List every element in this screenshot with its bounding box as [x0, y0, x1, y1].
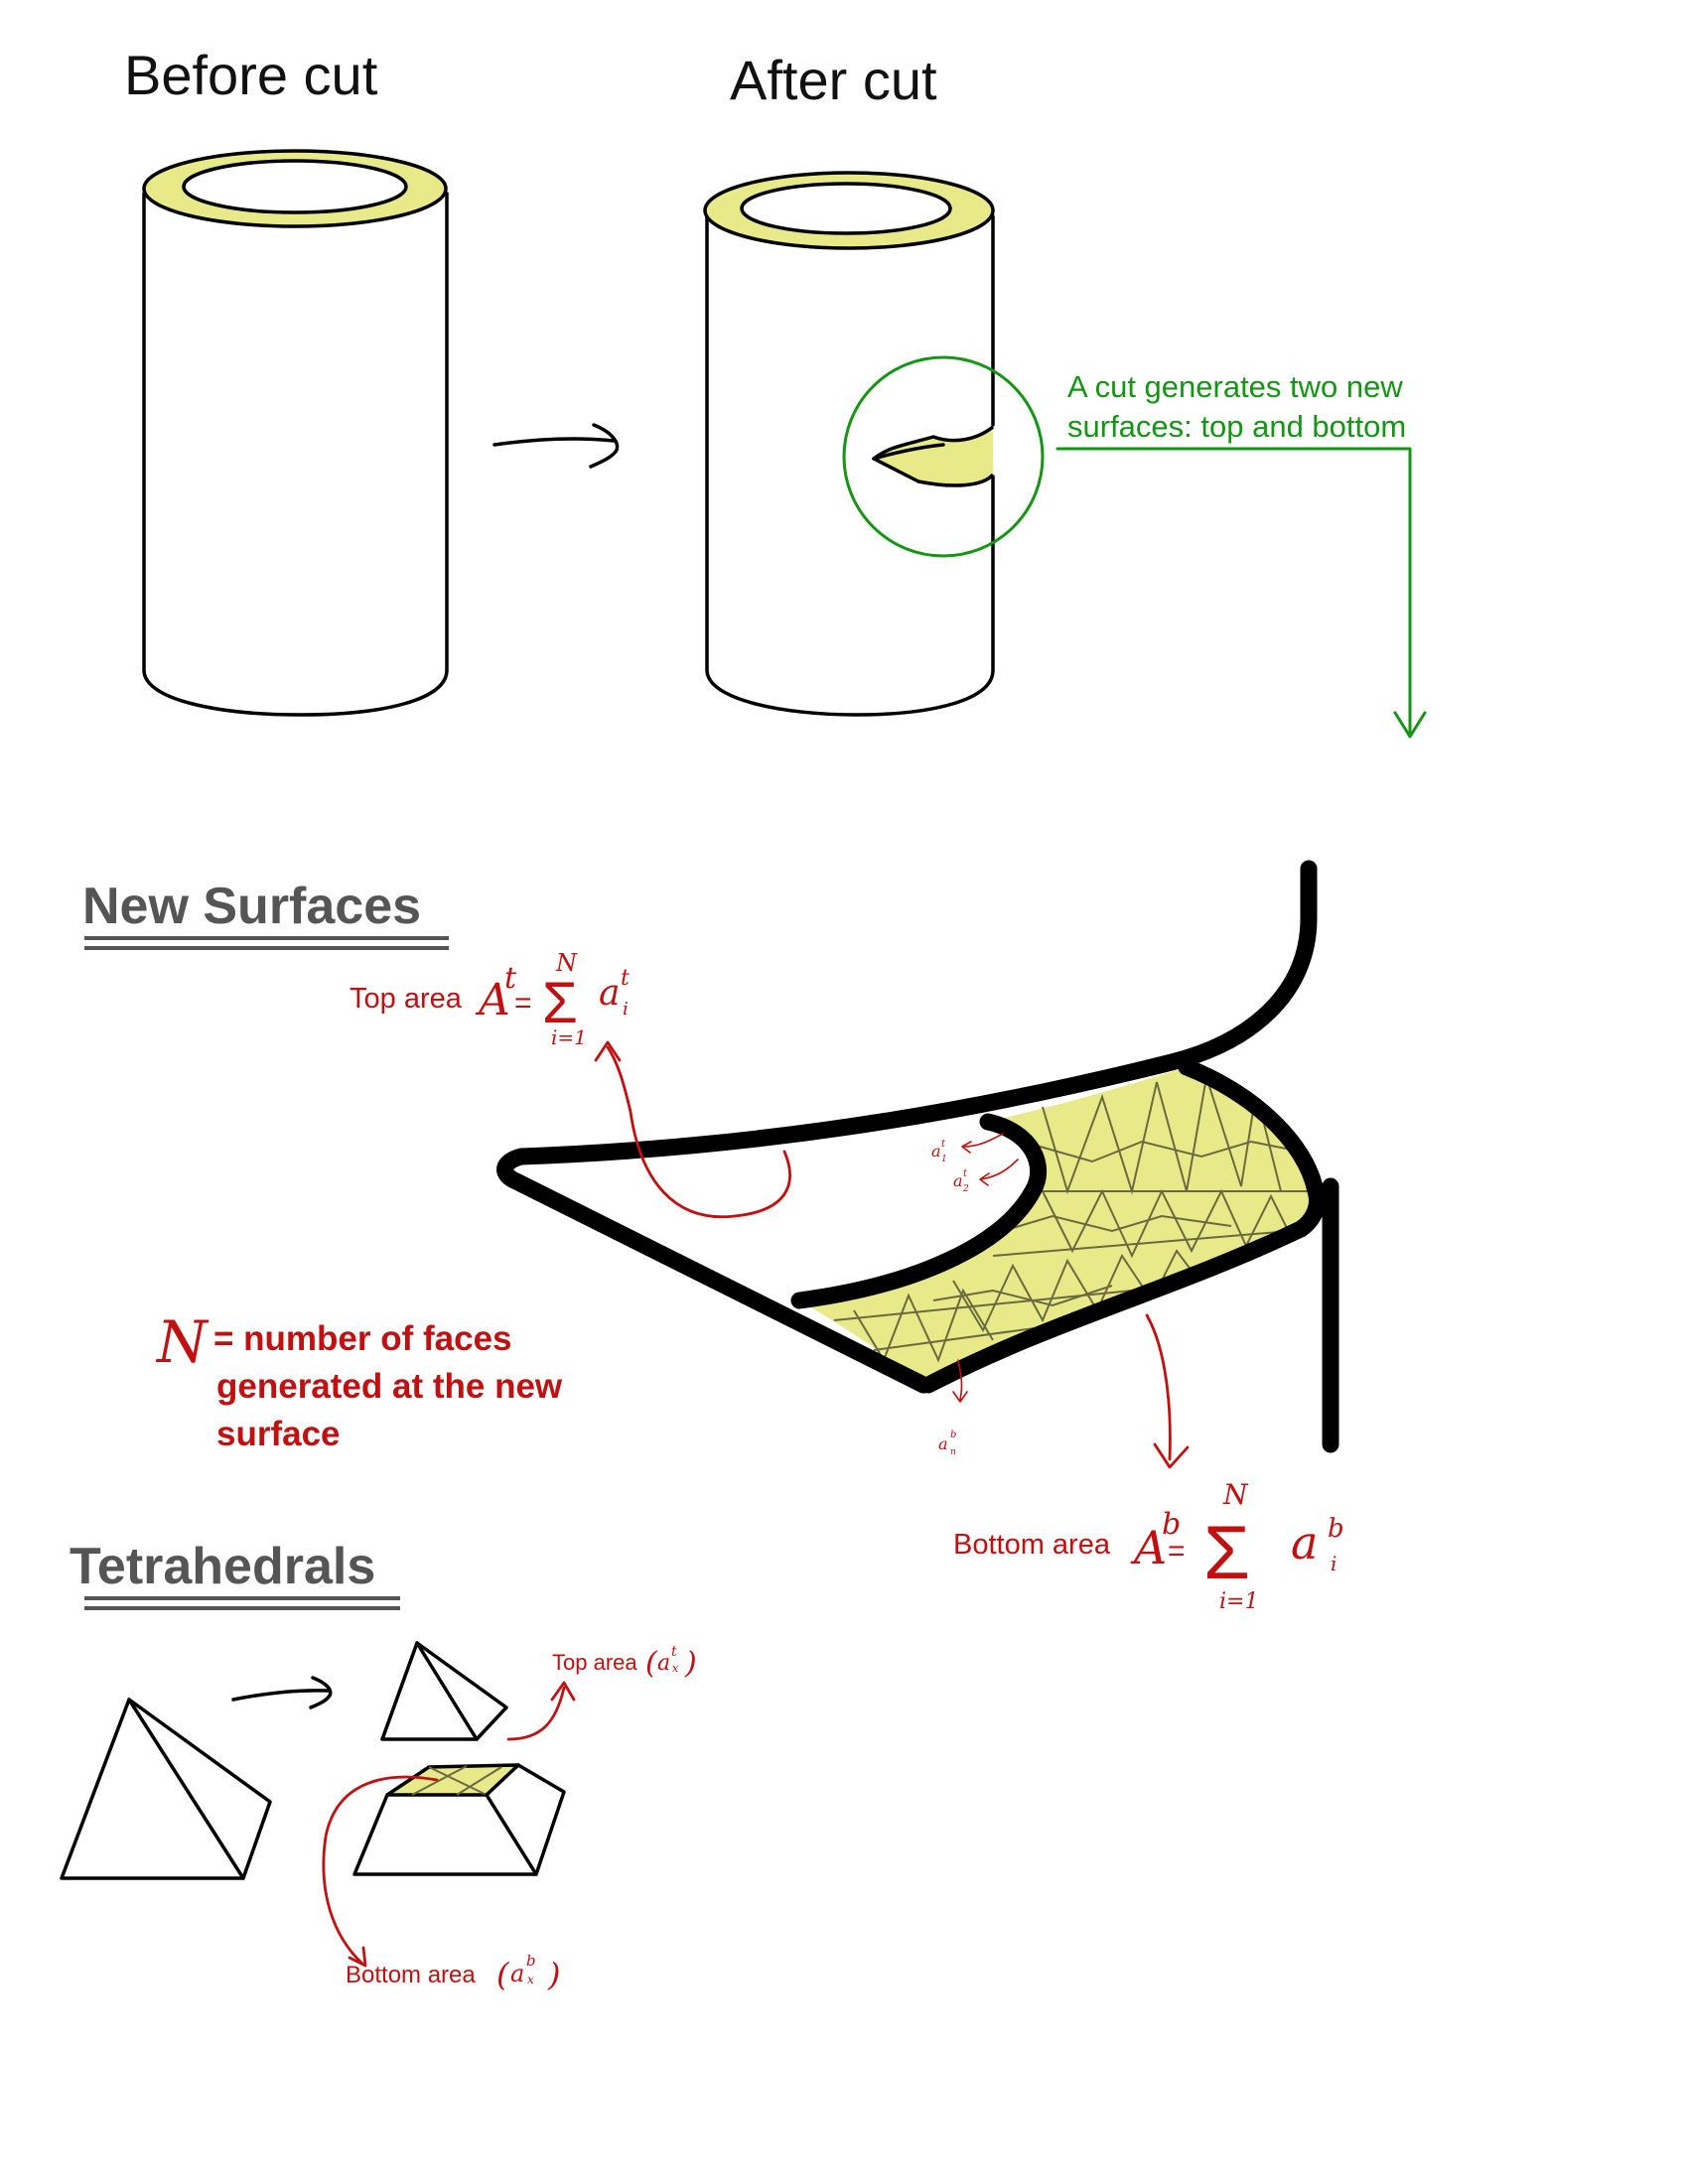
svg-text:(: (	[496, 1956, 510, 1993]
svg-text:1: 1	[941, 1155, 947, 1164]
n-definition-line3: surface	[216, 1415, 341, 1453]
top-area-arrow	[594, 1040, 791, 1219]
svg-text:): )	[547, 1956, 560, 1993]
svg-text:t: t	[941, 1139, 946, 1150]
after-cut-title: After cut	[730, 49, 937, 111]
bottom-area-term: a	[1291, 1516, 1318, 1570]
svg-text:Σ: Σ	[542, 971, 578, 1035]
top-area-term-sup: t	[621, 966, 630, 991]
svg-text:x: x	[672, 1662, 679, 1675]
split-arrow	[231, 1676, 333, 1709]
svg-text:a: a	[953, 1171, 963, 1190]
svg-text:Σ: Σ	[1203, 1511, 1250, 1595]
after-cylinder	[703, 171, 995, 717]
cut-note-line1: A cut generates two new	[1067, 369, 1403, 404]
bottom-area-sum-upper: N	[1222, 1478, 1249, 1511]
new-surfaces-title: New Surfaces	[82, 878, 421, 935]
bottom-area-symbol: A	[1130, 1521, 1167, 1574]
tet-bottom-arrow	[322, 1775, 439, 1968]
bottom-area-formula: Bottom area A b = N Σ i=1 a b i	[953, 1478, 1344, 1614]
n-definition-line2: generated at the new	[216, 1367, 563, 1406]
tetrahedrals-title: Tetrahedrals	[70, 1538, 375, 1595]
svg-text:=: =	[1168, 1535, 1186, 1568]
bottom-area-term-sup: b	[1328, 1514, 1344, 1544]
svg-text:a: a	[510, 1960, 524, 1987]
before-cylinder-hole	[182, 159, 408, 214]
tet-top-area-label: Top area	[552, 1650, 637, 1675]
top-area-symbol: A	[475, 975, 510, 1025]
bottom-area-arrow	[1145, 1313, 1190, 1469]
svg-text:): )	[684, 1646, 697, 1681]
tet-bottom-area-label: Bottom area	[346, 1962, 476, 1988]
tetrahedrals-heading: Tetrahedrals	[70, 1538, 400, 1610]
whole-tetrahedron	[60, 1698, 272, 1880]
svg-text:(: (	[645, 1646, 658, 1681]
svg-text:a: a	[657, 1651, 670, 1676]
after-cylinder-hole	[740, 182, 952, 235]
svg-text:b: b	[950, 1430, 956, 1440]
face-label-a1: a t 1	[931, 1133, 1004, 1164]
n-symbol: N	[155, 1308, 210, 1376]
transform-arrow	[492, 423, 620, 469]
top-area-sup: t	[504, 961, 517, 996]
cut-surface-closeup	[496, 860, 1339, 1453]
top-area-formula: Top area A t = N Σ i=1 a t i	[350, 949, 630, 1049]
svg-text:t: t	[963, 1168, 968, 1179]
svg-text:a: a	[931, 1142, 941, 1160]
tetra-bottom-piece	[352, 1763, 566, 1876]
new-surfaces-heading: New Surfaces	[82, 878, 449, 950]
cut-highlight-circle	[842, 355, 1045, 558]
tet-bottom-label: Bottom area ( a b x )	[346, 1952, 560, 1993]
n-definition: N = number of faces generated at the new…	[155, 1308, 563, 1453]
face-label-a2: a t 2	[953, 1159, 1019, 1194]
svg-text:a: a	[938, 1434, 948, 1453]
meshed-cut-surface	[799, 1067, 1313, 1385]
tetra-top-piece	[380, 1641, 508, 1741]
cut-notch	[872, 425, 995, 487]
before-cylinder	[142, 149, 449, 717]
n-definition-line1: = number of faces	[213, 1319, 512, 1358]
svg-text:n: n	[950, 1447, 956, 1457]
svg-text:x: x	[527, 1973, 534, 1986]
face-label-an: a b n	[938, 1359, 968, 1457]
top-area-label: Top area	[350, 983, 463, 1015]
bottom-area-sum-lower: i=1	[1219, 1589, 1258, 1614]
svg-text:t: t	[671, 1644, 677, 1660]
bottom-area-term-sub: i	[1331, 1552, 1336, 1575]
svg-text:2: 2	[962, 1184, 969, 1194]
svg-text:=: =	[514, 987, 532, 1020]
top-area-term-sub: i	[623, 999, 629, 1020]
top-area-sum-lower: i=1	[551, 1025, 587, 1049]
svg-text:b: b	[526, 1952, 536, 1970]
cut-note-arrow	[1055, 447, 1427, 739]
top-area-term: a	[599, 973, 620, 1014]
before-cut-title: Before cut	[124, 44, 378, 106]
bottom-area-sup: b	[1162, 1507, 1181, 1542]
cut-note-line2: surfaces: top and bottom	[1067, 409, 1406, 444]
tet-top-label: Top area ( a t x )	[552, 1644, 697, 1681]
bottom-area-label: Bottom area	[953, 1529, 1111, 1561]
top-area-sum-upper: N	[555, 949, 578, 977]
tet-top-arrow	[506, 1681, 576, 1741]
